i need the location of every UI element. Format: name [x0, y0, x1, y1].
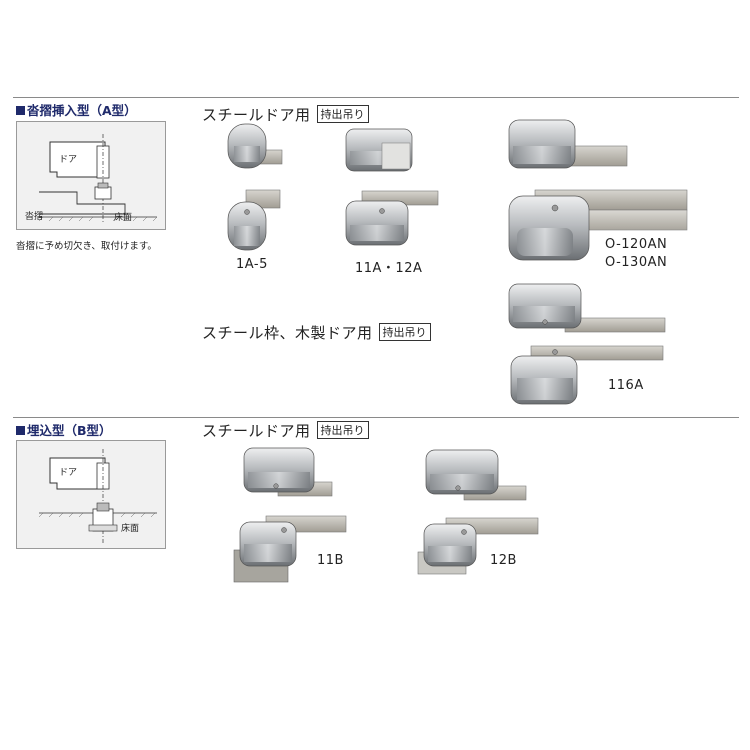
square-bullet-icon — [16, 426, 25, 435]
steel-door-heading-a: スチールドア用持出吊り — [202, 104, 369, 125]
diagram-door-label: ドア — [59, 155, 78, 165]
section-a-title-text: 沓摺挿入型（A型） — [27, 103, 137, 118]
section-b-diagram: ドア 床面 — [16, 440, 166, 549]
square-bullet-icon — [16, 106, 25, 115]
section-b-diagram-drawing — [38, 449, 157, 545]
model-label-o-120an: O-120AN — [605, 237, 668, 252]
steel-door-heading-b-text: スチールドア用 — [202, 422, 311, 440]
section-b-rule — [13, 417, 739, 418]
product-photo-o-120an — [508, 119, 688, 261]
model-label-11a-12a: 11A・12A — [355, 261, 423, 276]
steel-door-heading-b: スチールドア用持出吊り — [202, 420, 369, 441]
product-photo-116a — [508, 283, 666, 405]
model-label-116a: 116A — [608, 378, 644, 393]
section-a-rule — [13, 97, 739, 98]
diagram-floor-label-b: 床面 — [121, 524, 140, 534]
overhang-badge-a2: 持出吊り — [378, 323, 431, 341]
product-photo-11b — [233, 447, 347, 583]
diagram-floor-label: 床面 — [114, 213, 133, 223]
section-b-title-text: 埋込型（B型） — [27, 423, 112, 438]
section-a-diagram: ドア 沓摺 床面 — [16, 121, 166, 230]
model-label-1a-5: 1A-5 — [236, 257, 268, 272]
steel-frame-wood-door-heading-text: スチール枠、木製ドア用 — [202, 324, 373, 342]
steel-door-heading-a-text: スチールドア用 — [202, 106, 311, 124]
overhang-badge-a: 持出吊り — [316, 105, 369, 123]
diagram-door-label-b: ドア — [59, 468, 78, 478]
overhang-badge-b: 持出吊り — [316, 421, 369, 439]
section-b-title: 埋込型（B型） — [16, 420, 112, 439]
product-photo-12b — [417, 449, 539, 575]
product-photo-11a-12a — [345, 128, 439, 246]
product-photo-1a-5 — [227, 123, 283, 251]
model-label-o-130an: O-130AN — [605, 255, 668, 270]
section-a-note: 沓摺に予め切欠き、取付けます。 — [16, 241, 157, 252]
section-a-title: 沓摺挿入型（A型） — [16, 100, 137, 119]
model-label-12b: 12B — [490, 553, 517, 568]
model-label-11b: 11B — [317, 553, 344, 568]
diagram-sill-label: 沓摺 — [25, 212, 44, 222]
section-a-diagram-drawing — [38, 134, 158, 222]
steel-frame-wood-door-heading: スチール枠、木製ドア用持出吊り — [202, 322, 431, 343]
